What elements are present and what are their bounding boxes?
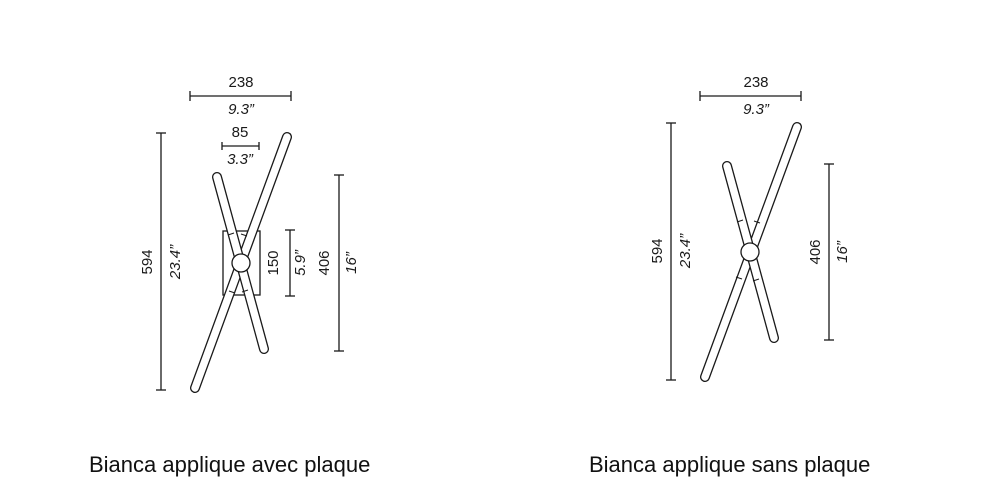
- short-height-mm-label: 406: [807, 239, 824, 264]
- caption-sans-plaque: Bianca applique sans plaque: [589, 452, 871, 477]
- width-mm-label: 238: [228, 74, 253, 91]
- variant-avec-plaque: 238 9.3” 85 3.3” 594 23.4” 150 5.9”: [139, 74, 360, 393]
- width-mm-label: 238: [743, 74, 768, 91]
- height-mm-label: 594: [139, 249, 156, 274]
- center-hub: [740, 242, 760, 262]
- short-height-dimension: 406 16”: [316, 174, 360, 352]
- plate-width-in-label: 3.3”: [227, 151, 254, 168]
- width-dimension: 238 9.3”: [699, 74, 802, 118]
- plate-width-dimension: 85 3.3”: [221, 124, 260, 168]
- width-in-label: 9.3”: [228, 101, 255, 118]
- height-in-label: 23.4”: [167, 244, 184, 280]
- height-mm-label: 594: [649, 238, 666, 263]
- plate-width-mm-label: 85: [232, 124, 249, 141]
- short-height-in-label: 16”: [343, 251, 360, 274]
- plate-height-mm-label: 150: [265, 250, 282, 275]
- variant-sans-plaque: 238 9.3” 594 23.4” 406 16”: [649, 74, 851, 382]
- center-hub: [231, 253, 251, 273]
- plate-height-dimension: 150 5.9”: [265, 229, 309, 297]
- short-height-in-label: 16”: [834, 240, 851, 263]
- width-dimension: 238 9.3”: [189, 74, 292, 118]
- plate-height-in-label: 5.9”: [292, 249, 309, 276]
- technical-drawing: 238 9.3” 85 3.3” 594 23.4” 150 5.9”: [139, 74, 851, 393]
- height-dimension: 594 23.4”: [649, 122, 694, 381]
- short-height-dimension: 406 16”: [807, 163, 851, 341]
- height-dimension: 594 23.4”: [139, 132, 184, 391]
- caption-avec-plaque: Bianca applique avec plaque: [89, 452, 371, 477]
- wall-plate: [222, 230, 261, 296]
- width-in-label: 9.3”: [743, 101, 770, 118]
- height-in-label: 23.4”: [677, 233, 694, 269]
- short-height-mm-label: 406: [316, 250, 333, 275]
